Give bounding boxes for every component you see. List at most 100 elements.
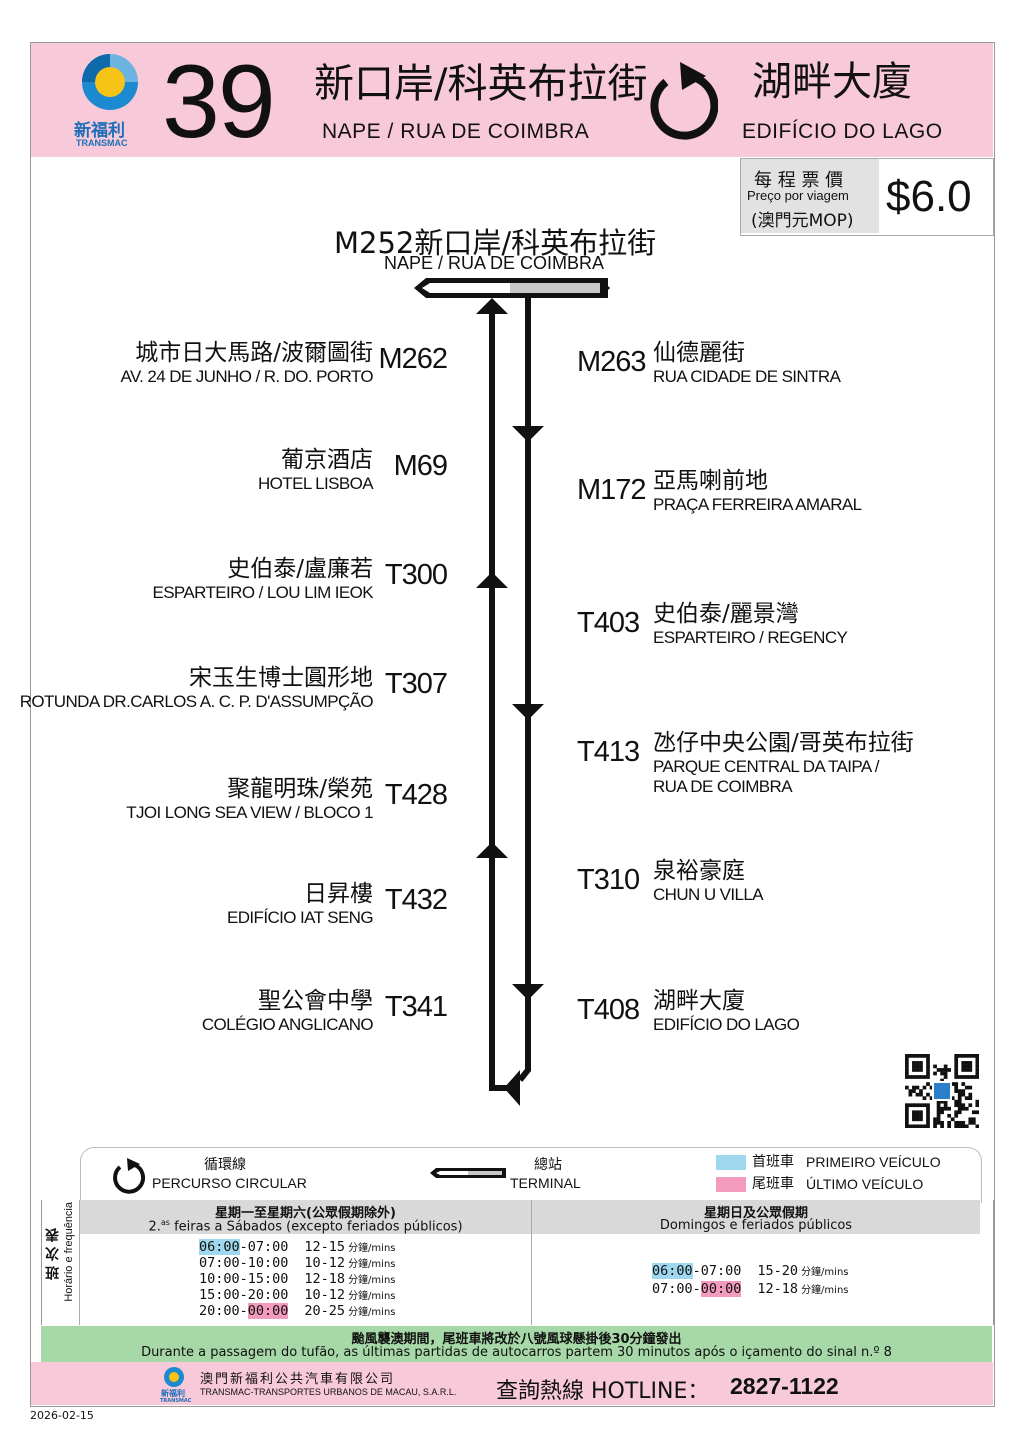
up-arrow-1 bbox=[476, 298, 508, 314]
holiday-title-pt: Domingos e feriados públicos bbox=[659, 1218, 853, 1233]
start-time: 20:00 bbox=[199, 1303, 240, 1319]
stop-code: T413 bbox=[577, 736, 640, 768]
stop-name-pt: RUA CIDADE DE SINTRA bbox=[653, 367, 841, 386]
hotline-number[interactable]: 2827-1122 bbox=[730, 1373, 839, 1399]
route-sheet bbox=[30, 42, 995, 1407]
stop-name-zh: 泉裕豪庭 bbox=[653, 858, 745, 884]
legend-terminal-icon bbox=[430, 1168, 506, 1178]
timetable-header bbox=[80, 1200, 980, 1234]
stop-name-pt: ESPARTEIRO / REGENCY bbox=[653, 628, 848, 647]
end-time: 00:00 bbox=[700, 1281, 742, 1297]
typhoon-notice bbox=[41, 1326, 992, 1362]
stop-name-zh: 史伯泰/麗景灣 bbox=[653, 601, 799, 627]
route-diagram bbox=[414, 278, 610, 1106]
origin-pt: NAPE / RUA DE COIMBRA bbox=[322, 120, 590, 143]
stop-name-pt: ROTUNDA DR.CARLOS A. C. P. D'ASSUMPÇÃO bbox=[19, 692, 374, 711]
stop-name-zh: 葡京酒店 bbox=[281, 447, 373, 473]
end-time: 20:00 bbox=[247, 1287, 289, 1303]
fare-amount: $6.0 bbox=[886, 172, 972, 221]
frequency: 15-20 bbox=[757, 1263, 799, 1279]
stop-code: M262 bbox=[378, 343, 448, 375]
start-time: 10:00 bbox=[199, 1271, 240, 1287]
stop-code: T432 bbox=[384, 884, 448, 916]
time-separator: - bbox=[239, 1271, 248, 1287]
frequency: 20-25 bbox=[304, 1303, 346, 1319]
stop-code: T403 bbox=[577, 607, 640, 639]
footer-company-pt: TRANSMAC-TRANSPORTES URBANOS DE MACAU, S… bbox=[200, 1387, 457, 1397]
fare-currency: (澳門元MOP) bbox=[751, 211, 854, 231]
stop-name-pt: HOTEL LISBOA bbox=[258, 474, 374, 493]
stop-name-zh: 史伯泰/盧廉若 bbox=[227, 556, 373, 582]
end-time: 07:00 bbox=[247, 1239, 289, 1255]
weekday-title-pt: 2.as feiras a Sábados (excepto feriados … bbox=[80, 1218, 531, 1234]
fare-label-zh: 每 程 票 價 bbox=[754, 170, 844, 191]
stop-name-zh: 仙德麗街 bbox=[653, 340, 745, 366]
frequency-unit: 分鐘/mins bbox=[348, 1259, 396, 1270]
stop-code: T408 bbox=[577, 994, 640, 1026]
route-number: 39 bbox=[162, 44, 276, 160]
start-time: 06:00 bbox=[652, 1263, 693, 1279]
legend-first-swatch bbox=[716, 1155, 746, 1170]
up-arrow-3 bbox=[476, 842, 508, 858]
logo-zh: 新福利 bbox=[74, 121, 125, 141]
frequency: 12-15 bbox=[304, 1239, 346, 1255]
stop-name-pt-2: RUA DE COIMBRA bbox=[653, 777, 793, 796]
frequency: 12-18 bbox=[757, 1281, 799, 1297]
typhoon-zh: 颱風襲澳期間，尾班車將改於八號風球懸掛後30分鐘發出 bbox=[351, 1332, 682, 1347]
start-time: 07:00 bbox=[652, 1281, 693, 1297]
stop-code: T310 bbox=[577, 864, 640, 896]
terminal-bar bbox=[414, 278, 610, 298]
stop-name-zh: 聖公會中學 bbox=[258, 988, 373, 1014]
stop-name-pt: EDIFÍCIO IAT SENG bbox=[227, 908, 374, 927]
stop-name-pt: PARQUE CENTRAL DA TAIPA / bbox=[653, 757, 880, 776]
timetable-divider bbox=[531, 1200, 532, 1325]
time-separator: - bbox=[239, 1239, 248, 1255]
stop-name-pt: TJOI LONG SEA VIEW / BLOCO 1 bbox=[126, 803, 373, 822]
circular-route-icon bbox=[650, 62, 718, 140]
qr-code[interactable] bbox=[905, 1054, 979, 1128]
frequency: 10-12 bbox=[304, 1255, 346, 1271]
stop-name-zh: 城市日大馬路/波爾圖街 bbox=[135, 340, 373, 366]
end-time: 07:00 bbox=[700, 1263, 742, 1279]
stop-code: T428 bbox=[384, 779, 448, 811]
down-arrow-3 bbox=[512, 984, 544, 1000]
time-separator: - bbox=[239, 1255, 248, 1271]
stop-name-zh: 日昇樓 bbox=[304, 881, 373, 907]
side-label-zh: 班 次 表 bbox=[45, 1228, 61, 1280]
frequency: 12-18 bbox=[304, 1271, 346, 1287]
frequency-unit: 分鐘/mins bbox=[801, 1285, 849, 1296]
stop-code: T300 bbox=[384, 559, 448, 591]
loop-arrow bbox=[517, 1050, 531, 1082]
down-arrow-2 bbox=[512, 704, 544, 720]
legend-last-pt: ÚLTIMO VEÍCULO bbox=[806, 1176, 924, 1192]
fare-label-box bbox=[741, 159, 879, 233]
stop-name-zh: 宋玉生博士圓形地 bbox=[189, 665, 373, 691]
stop-name-zh: 亞馬喇前地 bbox=[653, 468, 768, 494]
legend-circular-zh: 循環線 bbox=[204, 1157, 246, 1173]
stop-code: M69 bbox=[393, 450, 448, 482]
start-time: 06:00 bbox=[199, 1239, 240, 1255]
legend-circular-icon bbox=[113, 1158, 146, 1194]
legend-first-zh: 首班車 bbox=[752, 1154, 794, 1170]
holiday-title-zh: 星期日及公眾假期 bbox=[703, 1206, 808, 1221]
legend-first-pt: PRIMEIRO VEÍCULO bbox=[806, 1154, 941, 1170]
legend-last-zh: 尾班車 bbox=[752, 1176, 794, 1192]
side-label-pt: Horário e frequência bbox=[63, 1202, 75, 1302]
header-band bbox=[31, 43, 993, 157]
end-time: 10:00 bbox=[247, 1255, 289, 1271]
typhoon-pt: Durante a passagem do tufão, as últimas … bbox=[141, 1345, 892, 1360]
footer-band bbox=[31, 1362, 993, 1405]
stop-code: T307 bbox=[384, 668, 448, 700]
stop-name-pt: EDIFÍCIO DO LAGO bbox=[653, 1015, 800, 1034]
start-time: 07:00 bbox=[199, 1255, 240, 1271]
up-arrow-2 bbox=[476, 572, 508, 588]
down-arrow-1 bbox=[512, 426, 544, 442]
time-separator: - bbox=[692, 1281, 701, 1297]
frequency-unit: 分鐘/mins bbox=[801, 1267, 849, 1278]
legend-terminal-zh: 總站 bbox=[534, 1157, 562, 1173]
stop-code: M263 bbox=[577, 346, 647, 378]
